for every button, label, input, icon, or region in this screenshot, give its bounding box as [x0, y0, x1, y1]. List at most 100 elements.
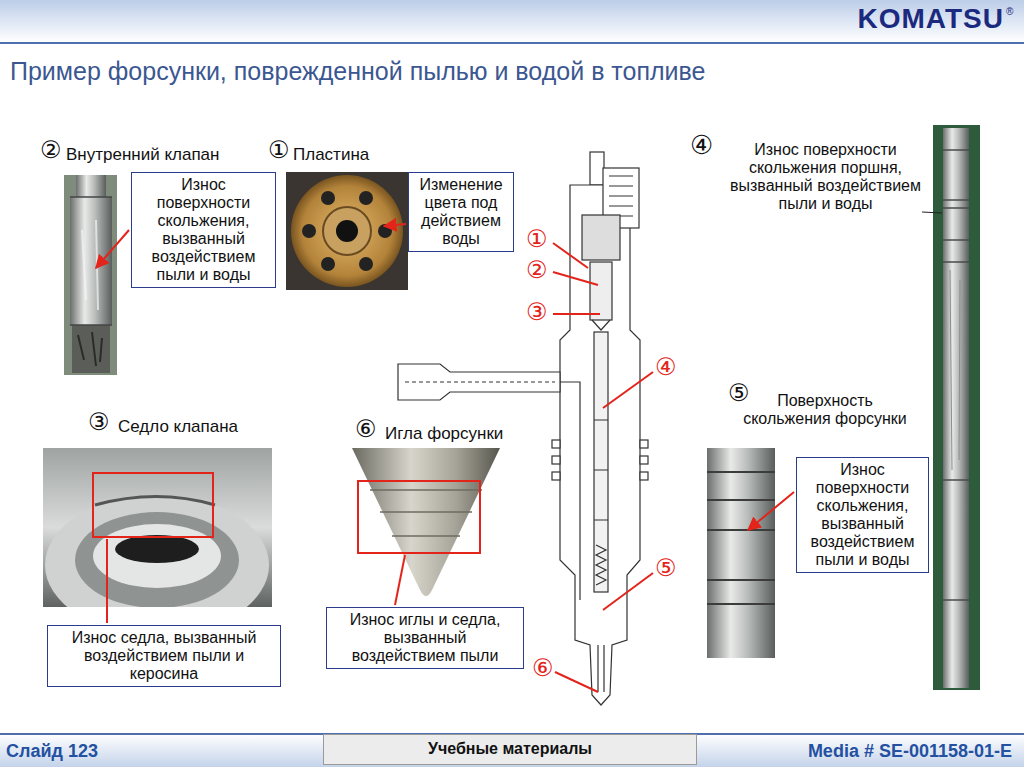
- damage-note-box: Износ поверхности скольжения, вызванный …: [131, 172, 276, 288]
- box-text: Учебные материалы: [328, 740, 692, 758]
- callout-number: ③: [88, 409, 110, 437]
- injector-section: [592, 320, 610, 330]
- injector-section: [640, 456, 648, 464]
- part-heading: Поверхность скольжения форсунки: [735, 392, 915, 428]
- injector-section: [552, 456, 560, 464]
- valve-seat-photo: [93, 473, 213, 537]
- needle-photo: [352, 448, 500, 596]
- injector-section: [598, 645, 604, 692]
- inner-valve-photo: [78, 332, 102, 366]
- inner-valve-photo: [64, 175, 117, 375]
- leader-line: [553, 272, 598, 285]
- callout-number: ④: [690, 131, 713, 161]
- callout-number: ①: [268, 137, 290, 165]
- inner-valve-photo: [64, 175, 117, 375]
- box-text: Износ иглы и седла, вызванный воздействи…: [331, 611, 519, 665]
- injector-section: [560, 185, 640, 705]
- leader-line: [384, 224, 406, 226]
- injector-section: [640, 472, 648, 480]
- box-text: Износ поверхности скольжения, вызванный …: [801, 461, 924, 569]
- valve-seat-photo: [95, 497, 215, 506]
- leader-line: [96, 230, 129, 268]
- piston-photo: [943, 150, 969, 600]
- plate-photo: [359, 191, 373, 205]
- box-text: Изменение цвета под действием воды: [413, 176, 509, 248]
- leader-line: [96, 224, 794, 692]
- piston-photo: [943, 128, 969, 688]
- header-band: [0, 42, 1024, 44]
- brand-logo: KOMATSU: [858, 3, 1004, 35]
- leader-line: [553, 243, 588, 268]
- piston-photo: [933, 125, 980, 690]
- inner-valve-photo: [70, 197, 112, 325]
- needle-photo: [358, 481, 480, 553]
- plate-photo: [321, 191, 335, 205]
- callout-number: ⑥: [355, 416, 377, 444]
- registered-mark: ®: [1006, 6, 1013, 18]
- header-band: [0, 0, 1024, 43]
- valve-seat-photo: [75, 512, 239, 607]
- damage-note-box: Износ иглы и седла, вызванный воздействи…: [326, 607, 524, 669]
- injector-section: [552, 440, 560, 448]
- damage-note-box: Изменение цвета под действием воды: [408, 172, 514, 252]
- inner-valve-photo: [76, 175, 106, 197]
- callout-number: ③: [526, 299, 548, 327]
- footer-band: [0, 734, 1024, 767]
- plate-photo: [302, 224, 316, 238]
- box-text: Износ седла, вызванный воздействием пыли…: [52, 629, 276, 683]
- damage-note-box: Износ поверхности скольжения, вызванный …: [796, 457, 929, 573]
- plate-photo: [336, 220, 358, 242]
- callout-number: ⑤: [655, 555, 677, 583]
- valve-seat-photo: [45, 495, 269, 607]
- part-heading: Пластина: [293, 145, 369, 165]
- footer-box: Учебные материалы: [323, 734, 697, 765]
- injector-section: [552, 472, 560, 480]
- injector-section: [398, 364, 560, 400]
- plate-photo: [286, 172, 408, 290]
- leader-line: [922, 212, 942, 213]
- nozzle-body-photo: [707, 448, 775, 658]
- leader-line: [748, 492, 794, 530]
- footer-band: [0, 734, 1024, 767]
- leader-line: [106, 539, 108, 623]
- callout-number: ②: [526, 257, 548, 285]
- inner-valve-photo: [70, 196, 112, 198]
- box-text: Износ поверхности скольжения, вызванный …: [136, 176, 271, 284]
- piston-photo: [950, 270, 960, 470]
- callout-number: ⑤: [728, 380, 750, 408]
- callout-number: ②: [40, 137, 62, 165]
- valve-seat-photo: [45, 495, 269, 607]
- leader-line: [555, 672, 598, 692]
- injector-section: [609, 176, 633, 216]
- header-band: [0, 0, 1024, 42]
- injector-section: [405, 381, 555, 382]
- plate-photo: [291, 175, 403, 287]
- needle-photo: [352, 448, 500, 596]
- part-heading: Игла форсунки: [385, 424, 503, 444]
- valve-seat-photo: [43, 448, 272, 635]
- inner-valve-photo: [82, 220, 98, 310]
- piston-photo: [933, 125, 980, 690]
- inner-valve-photo: [72, 325, 110, 373]
- injector-section: [640, 440, 648, 448]
- plate-photo: [286, 172, 408, 290]
- part-heading: Седло клапана: [118, 417, 238, 437]
- plate-photo: [323, 207, 371, 255]
- injector-section: [582, 215, 620, 260]
- nozzle-body-photo: [707, 472, 775, 604]
- injector-section: [590, 262, 612, 320]
- slide-title: Пример форсунки, поврежденной пылью и во…: [10, 57, 705, 86]
- injector-section: [594, 332, 608, 592]
- injector-section: [596, 545, 606, 585]
- leader-line: [922, 212, 942, 213]
- leader-line: [395, 555, 405, 605]
- damage-note-box: Износ седла, вызванный воздействием пыли…: [47, 625, 281, 687]
- plate-photo: [359, 257, 373, 271]
- callout-number: ④: [655, 354, 677, 382]
- plate-photo: [321, 257, 335, 271]
- slide-number: Слайд 123: [6, 741, 98, 762]
- part-heading: Внутренний клапан: [66, 145, 219, 165]
- injector-section: [560, 382, 580, 600]
- media-id: Media # SE-001158-01-E: [808, 741, 1012, 762]
